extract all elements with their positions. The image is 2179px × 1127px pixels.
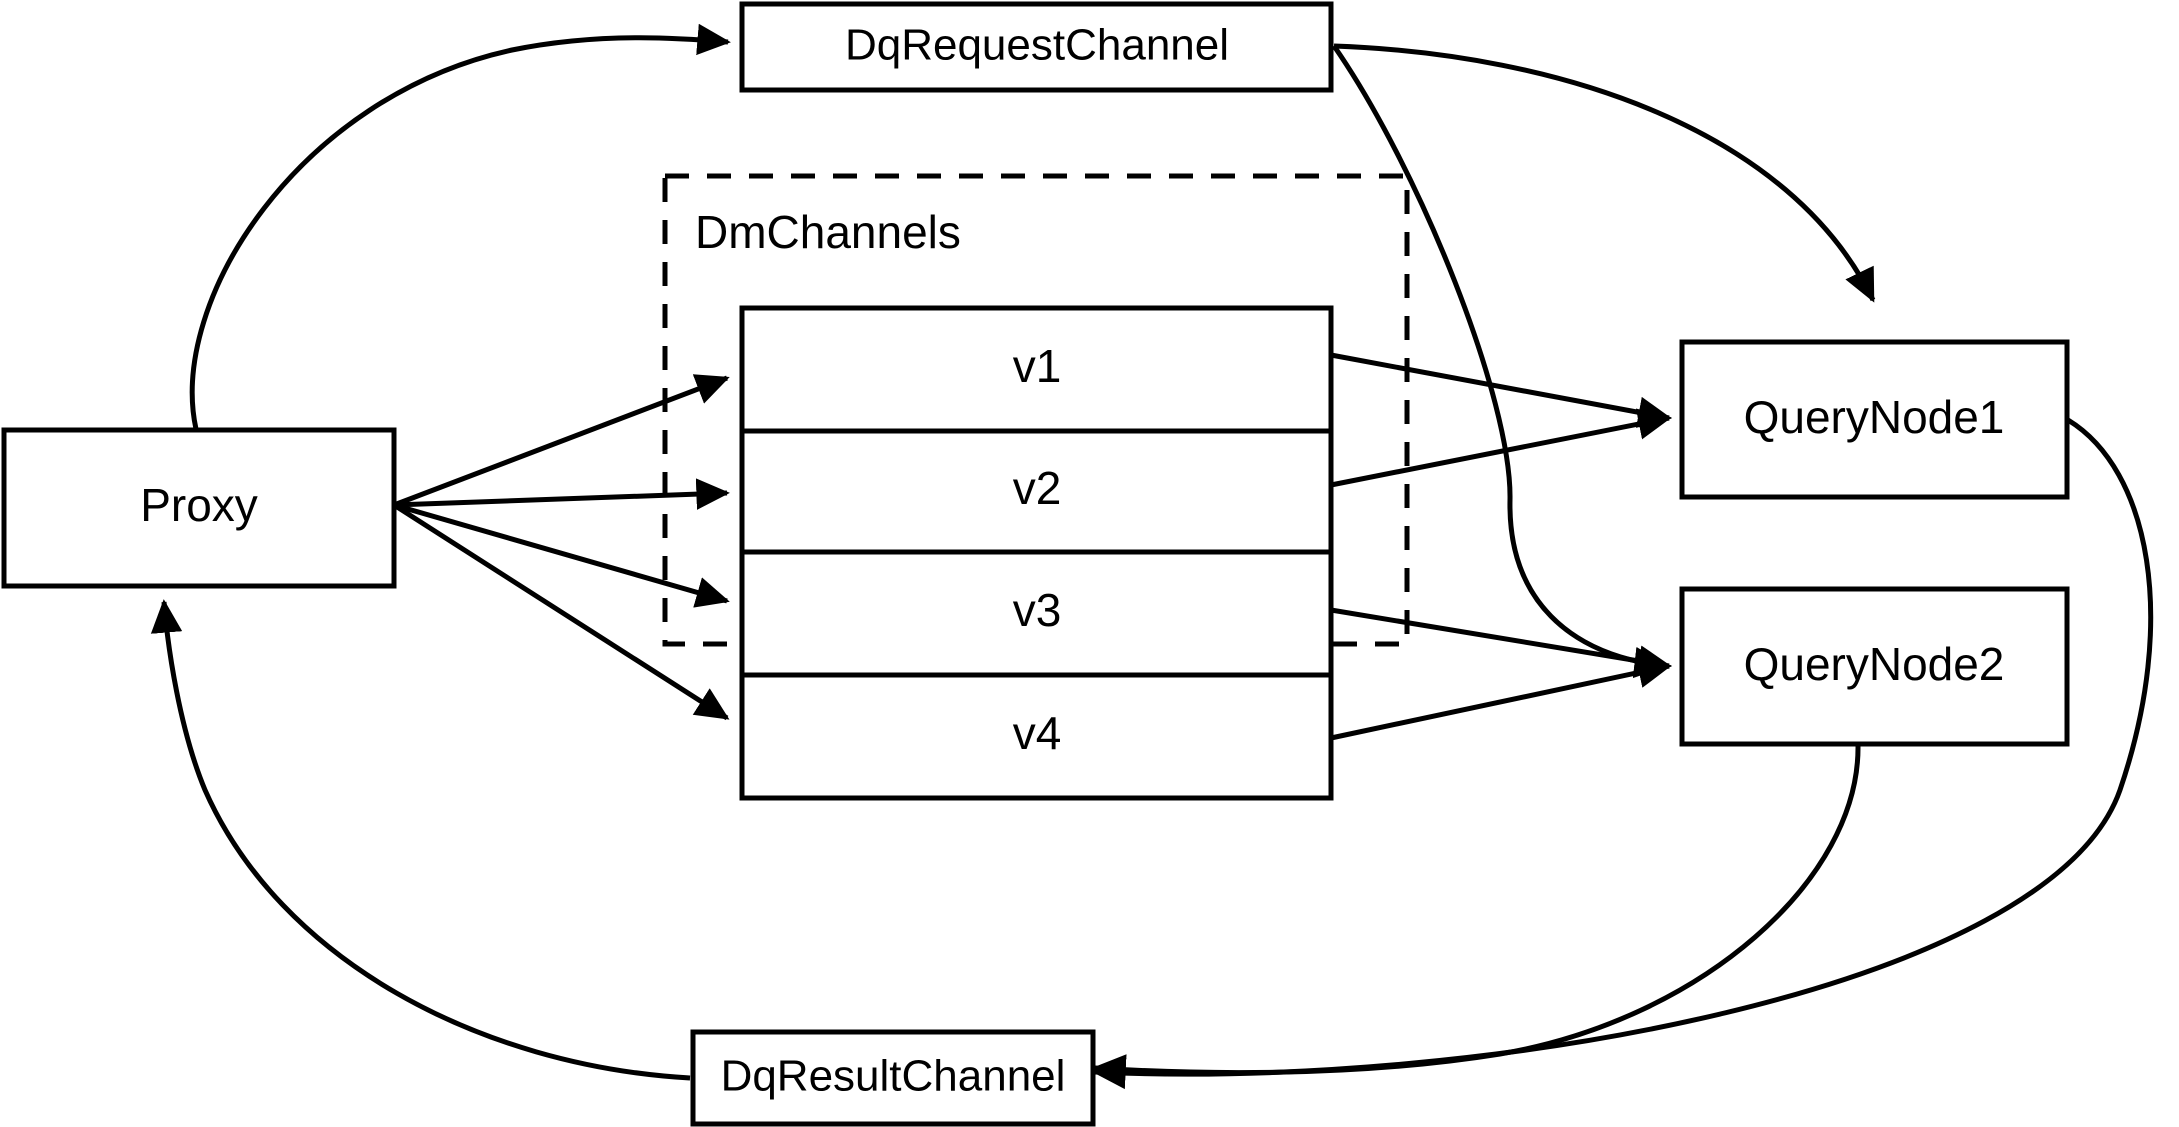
node-dqrequestchannel[interactable]: [739, 1, 1334, 93]
node-label-querynode1: QueryNode1: [1744, 391, 2005, 443]
vchannel-stack: [739, 305, 1334, 801]
vchannel-label-v3: v3: [1013, 584, 1062, 636]
edge-v4-to-querynode2: [1330, 656, 1672, 741]
node-proxy[interactable]: [1, 427, 397, 589]
node-querynode1[interactable]: [1679, 339, 2070, 500]
vchannel-label-v2: v2: [1013, 462, 1062, 514]
edge-proxy-to-v3: [393, 502, 730, 608]
edge-proxy-to-dqrequestchannel: [189, 23, 731, 430]
group-label-dmchannels: DmChannels: [695, 206, 961, 258]
edge-v1-to-querynode1: [1330, 352, 1672, 428]
node-label-querynode2: QueryNode2: [1744, 638, 2005, 690]
node-label-dqresultchannel: DqResultChannel: [721, 1052, 1066, 1101]
vchannel-label-v1: v1: [1013, 340, 1062, 392]
edge-proxy-to-v4: [392, 502, 730, 721]
node-label-dqrequestchannel: DqRequestChannel: [845, 21, 1229, 70]
edge-v2-to-querynode1: [1330, 408, 1672, 488]
node-dqresultchannel[interactable]: [690, 1029, 1096, 1127]
edge-dqrequestchannel-to-querynode2: [1331, 44, 1668, 679]
edge-proxy-to-v1: [393, 374, 730, 508]
edge-dqresultchannel-to-proxy: [150, 599, 691, 1081]
edge-querynode2-to-dqresultchannel: [1092, 744, 1861, 1086]
edge-v3-to-querynode2: [1330, 607, 1672, 677]
vchannel-label-v4: v4: [1013, 707, 1062, 759]
dmchannels-group: [662, 173, 1410, 647]
edge-proxy-to-v2: [393, 478, 730, 510]
edge-dqrequestchannel-to-querynode1: [1333, 43, 1876, 303]
node-label-proxy: Proxy: [140, 479, 258, 531]
node-querynode2[interactable]: [1679, 586, 2070, 747]
